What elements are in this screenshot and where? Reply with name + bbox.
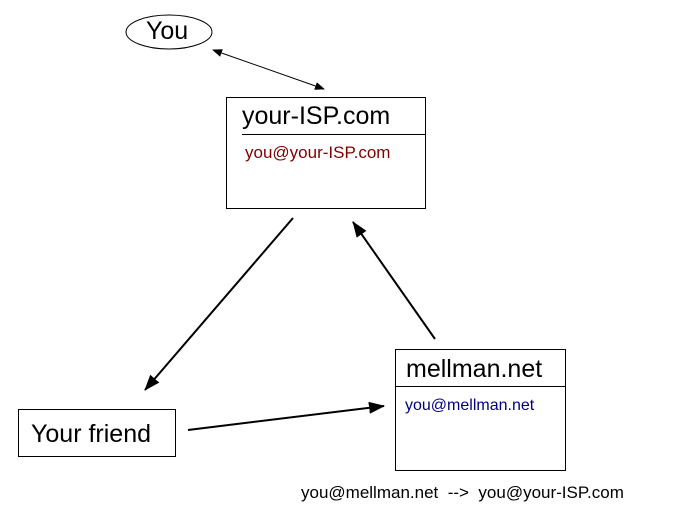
friend-label: Your friend [31,420,151,448]
you-label: You [146,17,189,45]
isp-divider [242,134,425,135]
isp-address: you@your-ISP.com [245,143,391,162]
you-isp-arrow [212,49,325,90]
forwarding-note: you@mellman.net --> you@your-ISP.com [301,483,624,502]
mellman-divider [396,386,565,387]
friend-to-mellman-arrow [187,401,385,431]
friend-box: Your friend [18,409,176,457]
isp-to-friend-arrow [144,217,294,391]
isp-title: your-ISP.com [242,102,391,130]
mellman-to-isp-arrow [352,221,436,340]
mellman-title: mellman.net [406,355,543,383]
mellman-address: you@mellman.net [405,397,535,414]
isp-box: your-ISP.com you@your-ISP.com [226,97,426,209]
mellman-box: mellman.net you@mellman.net [395,349,566,471]
you-ellipse [125,14,213,50]
